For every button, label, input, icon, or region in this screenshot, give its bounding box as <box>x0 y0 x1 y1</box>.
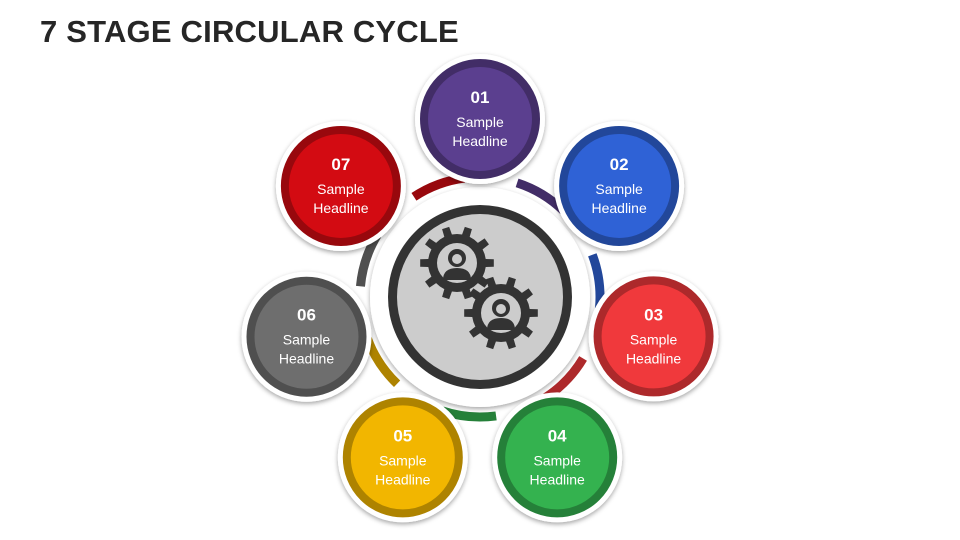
stage-node-circle <box>342 397 463 518</box>
stage-label-line1: Sample <box>283 332 331 348</box>
gears-icon <box>420 226 538 350</box>
stage-label-line1: Sample <box>379 452 427 468</box>
stage-label-line2: Headline <box>530 471 585 487</box>
stage-node-circle <box>593 276 714 397</box>
stage-label-line2: Headline <box>591 200 646 216</box>
stage-number: 02 <box>610 155 629 174</box>
stage-number: 03 <box>644 305 663 324</box>
stage-node-circle <box>559 125 680 246</box>
stage-node-circle <box>246 276 367 397</box>
stage-label-line2: Headline <box>279 351 334 367</box>
person-body <box>487 318 515 330</box>
stage-number: 06 <box>297 306 316 325</box>
stage-label-line2: Headline <box>626 350 681 366</box>
person-face <box>496 304 506 314</box>
stage-label-line2: Headline <box>375 471 430 487</box>
stage-label-line1: Sample <box>595 181 643 197</box>
stage-nodes: 01SampleHeadline02SampleHeadline03Sample… <box>241 54 719 523</box>
stage-node-circle <box>420 59 540 179</box>
stage-node-circle <box>497 397 618 518</box>
stage-label-line2: Headline <box>313 200 368 216</box>
stage-label-line1: Sample <box>456 114 504 130</box>
stage-number: 04 <box>548 426 567 445</box>
stage-label-line1: Sample <box>533 452 581 468</box>
center-hub <box>370 187 590 407</box>
page-title: 7 STAGE CIRCULAR CYCLE <box>40 14 459 49</box>
stage-node-circle <box>280 125 401 246</box>
person-face <box>452 254 462 264</box>
stage-number: 05 <box>393 426 412 445</box>
person-body <box>443 268 471 280</box>
stage-number: 07 <box>331 155 350 174</box>
stage-label-line1: Sample <box>317 181 365 197</box>
stage-label-line1: Sample <box>630 331 678 347</box>
stage-number: 01 <box>471 88 490 107</box>
stage-label-line2: Headline <box>452 133 507 149</box>
connector-arc-02 <box>588 253 605 309</box>
